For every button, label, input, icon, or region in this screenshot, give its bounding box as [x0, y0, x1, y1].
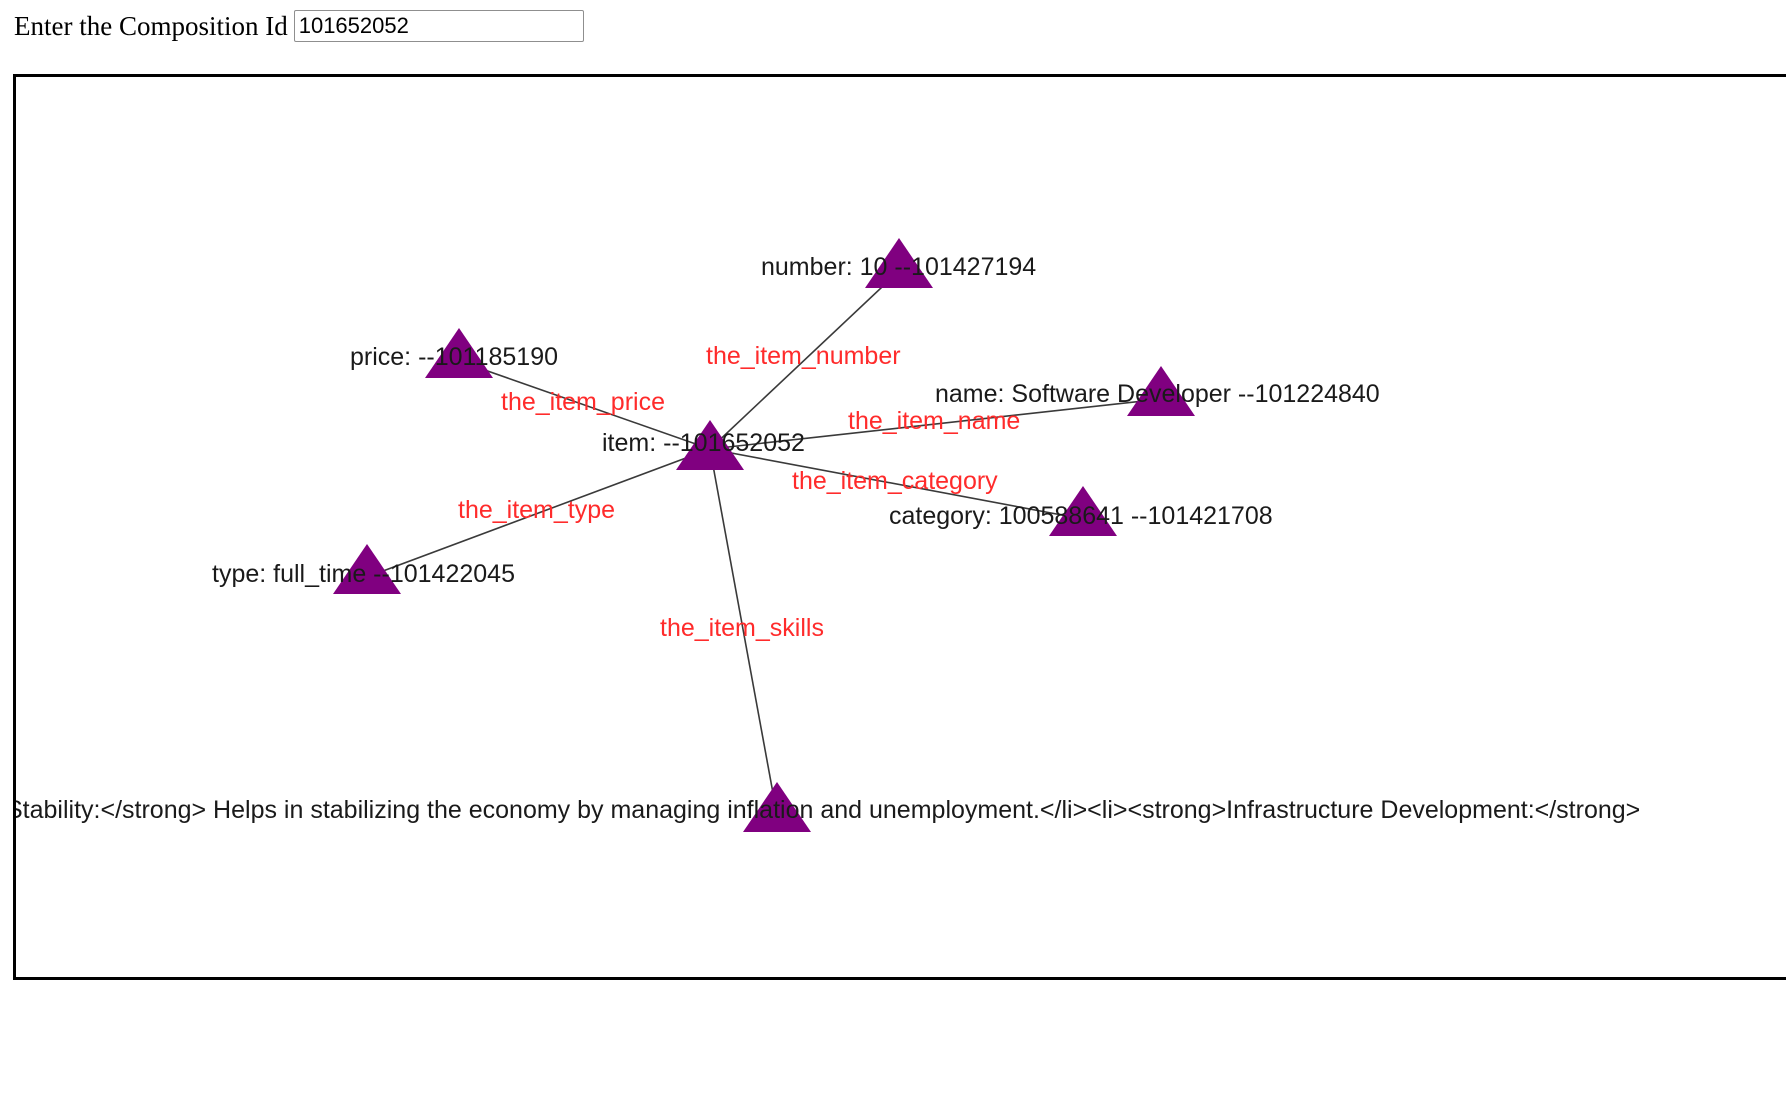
- node-labels-layer: item: --101652052 number: 10 --101427194 p…: [16, 253, 1640, 824]
- edges-layer: [367, 271, 1161, 815]
- node-label-number: number: 10 --101427194: [761, 253, 1036, 281]
- node-label-type: type: full_time --101422045: [212, 560, 515, 588]
- node-item[interactable]: [676, 420, 744, 470]
- composition-id-label: Enter the Composition Id: [14, 10, 288, 41]
- edge-number: [709, 271, 899, 450]
- node-label-category: category: 100588641 --101421708: [889, 502, 1273, 530]
- composition-id-input[interactable]: [293, 10, 584, 42]
- node-category[interactable]: [1049, 486, 1117, 536]
- edge-name: [709, 399, 1161, 450]
- node-label-item: item: --101652052: [602, 429, 805, 457]
- edge-skills: [709, 448, 777, 815]
- nodes-layer: [333, 238, 1195, 832]
- node-label-name: name: Software Developer --101224840: [935, 380, 1380, 408]
- node-label-skills: Stability:</strong> Helps in stabilizing…: [16, 796, 1640, 824]
- node-name[interactable]: [1127, 366, 1195, 416]
- edge-label-category: the_item_category: [792, 467, 998, 495]
- edge-labels-layer: the_item_number the_item_price the_item_na…: [458, 342, 1020, 642]
- graph-canvas[interactable]: item: --101652052 number: 10 --101427194 p…: [13, 74, 1786, 980]
- edge-label-skills: the_item_skills: [660, 614, 824, 642]
- edge-label-number: the_item_number: [706, 342, 901, 370]
- node-label-price: price: --101185190: [350, 343, 558, 371]
- node-price[interactable]: [425, 328, 493, 378]
- edge-price: [459, 361, 711, 450]
- graph-svg: item: --101652052 number: 10 --101427194 p…: [16, 238, 1640, 832]
- edge-category: [709, 448, 1083, 519]
- node-skills[interactable]: [743, 782, 811, 832]
- node-number[interactable]: [865, 238, 933, 288]
- composition-id-form: Enter the Composition Id: [14, 10, 584, 42]
- edge-label-type: the_item_type: [458, 496, 615, 524]
- node-type[interactable]: [333, 544, 401, 594]
- edge-label-name: the_item_name: [848, 407, 1020, 435]
- edge-label-price: the_item_price: [501, 388, 665, 416]
- edge-type: [367, 448, 711, 577]
